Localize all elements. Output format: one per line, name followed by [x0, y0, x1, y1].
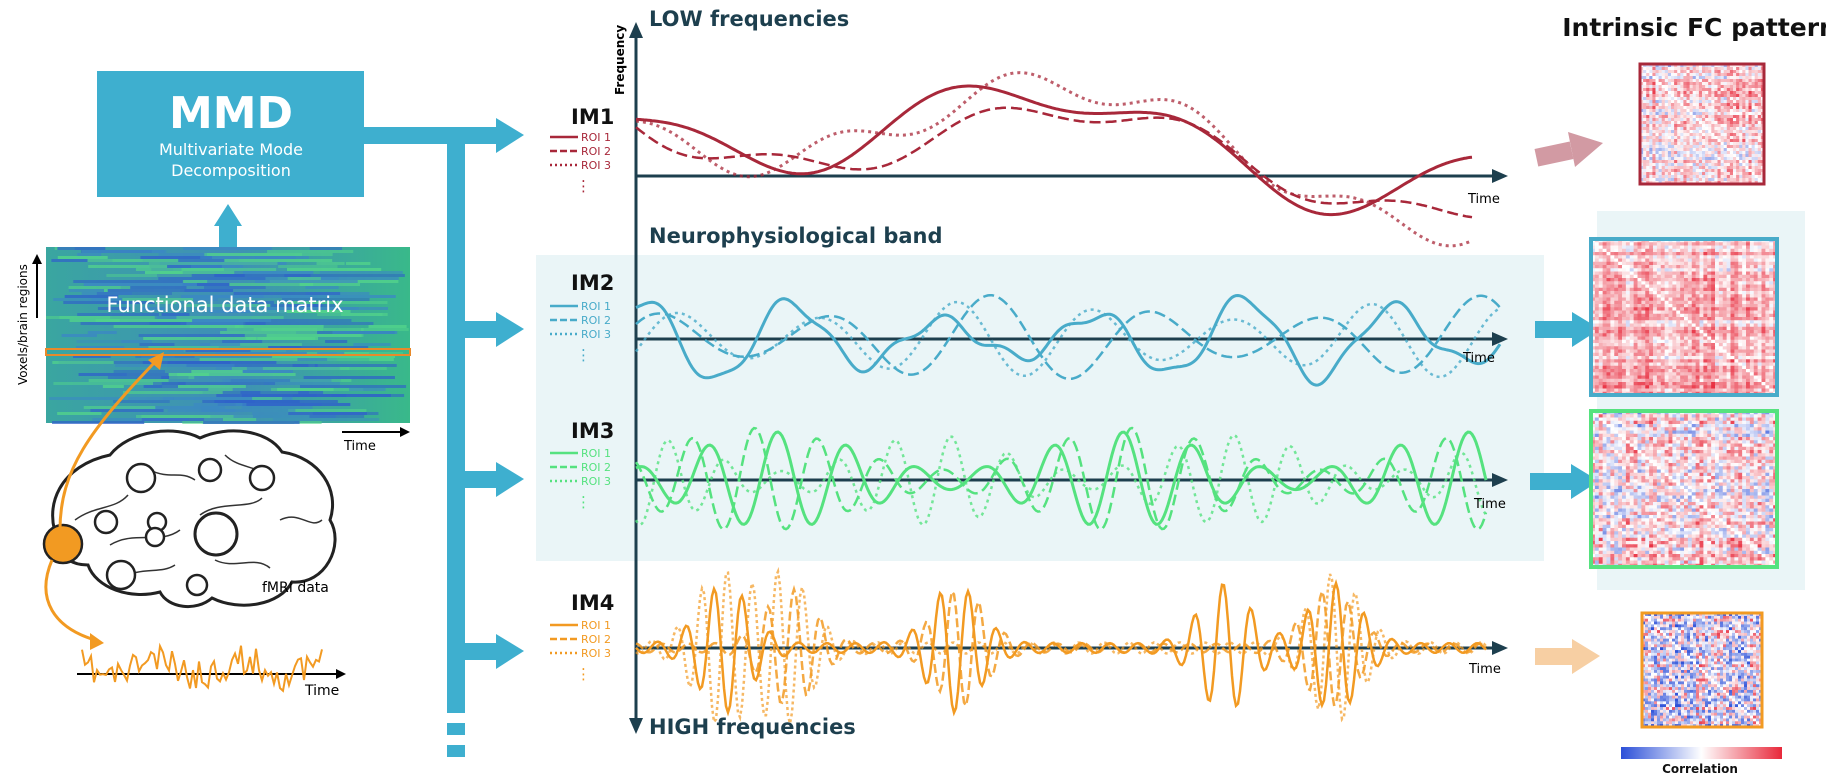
region-selection-arrows [44, 360, 157, 642]
im2-time-label: Time [1462, 351, 1495, 366]
matrix-x-axis: Time [342, 427, 410, 454]
low-frequencies-label: LOW frequencies [649, 7, 849, 31]
im4-roi1-trace [635, 578, 1487, 717]
im2-legend-roi3: ROI 3 [581, 328, 611, 341]
mmd-subtitle-line1: Multivariate Mode [159, 140, 303, 159]
fc-matrix-im1 [1638, 62, 1766, 186]
im2-roi1-trace [635, 293, 1502, 387]
im2-more: ⋮ [576, 346, 591, 364]
im4-legend-roi3: ROI 3 [581, 647, 611, 660]
matrix-label: Functional data matrix [106, 293, 343, 317]
fc-title: Intrinsic FC patterns [1562, 13, 1826, 42]
im4-more: ⋮ [576, 665, 591, 683]
matrix-y-axis: Voxels/brain regions [16, 254, 42, 385]
matrix-x-axis-label: Time [343, 439, 376, 454]
mode-im3: Time IM3 ROI 1 ROI 2 ROI 3 ⋮ [550, 419, 1508, 531]
mode-im2: Time IM2 ROI 1 ROI 2 ROI 3 ⋮ [550, 271, 1508, 387]
neurophysiological-band-label: Neurophysiological band [649, 224, 943, 248]
im3-roi1-trace [635, 430, 1488, 526]
mmd-to-modes-arrows [364, 118, 524, 767]
brain-illustration: fMRI data [42, 429, 337, 609]
im4-name: IM4 [571, 591, 614, 615]
im3-more: ⋮ [576, 493, 591, 511]
im1-roi1-trace [635, 84, 1473, 217]
mmd-subtitle-line2: Decomposition [171, 161, 291, 180]
matrix-to-mmd-arrow [214, 204, 242, 248]
im1-roi3-trace [635, 71, 1473, 248]
mode-im4: Time IM4 ROI 1 ROI 2 ROI 3 ⋮ [550, 566, 1508, 726]
im2-roi2-trace [635, 293, 1501, 381]
im2-legend-roi1: ROI 1 [581, 300, 611, 313]
im1-time-label: Time [1467, 192, 1500, 207]
functional-data-matrix: Functional data matrix [45, 247, 411, 424]
fc-matrix-im3 [1589, 409, 1779, 569]
matrix-y-axis-label: Voxels/brain regions [16, 264, 30, 385]
im3-roi3-trace [634, 433, 1488, 527]
im1-legend-roi2: ROI 2 [581, 145, 611, 158]
mode-to-fc-arrows [1530, 132, 1603, 674]
im2-legend-roi2: ROI 2 [581, 314, 611, 327]
frequency-axis: Frequency LOW frequencies HIGH frequenci… [613, 7, 943, 739]
frequency-label: Frequency [613, 25, 627, 95]
im2-roi3-trace [634, 300, 1501, 379]
im2-name: IM2 [571, 271, 614, 295]
im1-roi2-trace [635, 106, 1473, 219]
mmd-box: MMD Multivariate Mode Decomposition [97, 71, 364, 197]
im3-time-label: Time [1473, 497, 1506, 512]
im3-legend-roi3: ROI 3 [581, 475, 611, 488]
im1-legend-roi3: ROI 3 [581, 159, 611, 172]
correlation-colorbar: Correlation [1621, 747, 1782, 776]
colorbar-label: Correlation [1662, 762, 1738, 776]
high-frequencies-label: HIGH frequencies [649, 715, 856, 739]
mmd-title: MMD [169, 88, 293, 139]
im4-time-label: Time [1468, 662, 1501, 677]
im4-legend-roi1: ROI 1 [581, 619, 611, 632]
fc-matrix-im4 [1640, 611, 1764, 729]
brain-label: fMRI data [262, 580, 329, 596]
fc-matrix-im2 [1589, 237, 1779, 397]
signal-x-axis-label: Time [304, 683, 339, 699]
im4-legend-roi2: ROI 2 [581, 633, 611, 646]
im3-legend-roi1: ROI 1 [581, 447, 611, 460]
raw-signal: Time [77, 642, 346, 699]
im1-legend-roi1: ROI 1 [581, 131, 611, 144]
im1-name: IM1 [571, 105, 614, 129]
im3-name: IM3 [571, 419, 614, 443]
mode-im1: Time IM1 ROI 1 ROI 2 ROI 3 ⋮ [550, 71, 1508, 248]
im3-legend-roi2: ROI 2 [581, 461, 611, 474]
im4-roi2-trace [635, 584, 1487, 709]
im1-more: ⋮ [576, 177, 591, 195]
selected-region-marker [42, 523, 84, 565]
